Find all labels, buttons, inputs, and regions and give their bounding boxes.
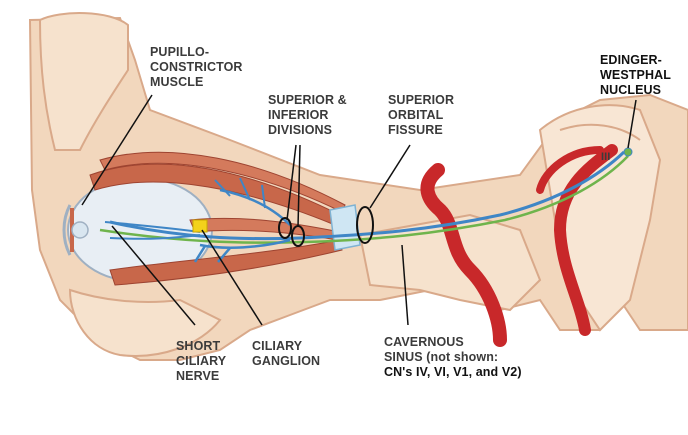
pupillo-leader (81, 94, 153, 206)
ciliary-ganglion (192, 219, 208, 233)
artery-branch (536, 146, 604, 194)
ganglion-leader (201, 229, 263, 326)
maxilla-bone (68, 288, 222, 357)
fissure-leader (369, 144, 411, 209)
label-ciliary-ganglion: CILIARY GANGLION (252, 339, 321, 368)
divisions-marker (278, 217, 292, 239)
short-ciliary-leader (111, 225, 196, 326)
label-edinger-westphal-nucleus: EDINGER- WESTPHAL NUCLEUS (600, 53, 671, 97)
divisions-leader-1 (286, 144, 297, 221)
superior-division-branches (214, 177, 266, 209)
parasympathetic-fibers (99, 155, 629, 244)
label-superior-inferior-divisions: SUPERIOR & INFERIOR DIVISIONS (268, 93, 347, 137)
lens (71, 221, 89, 239)
label-short-ciliary-nerve: SHORT CILIARY NERVE (176, 339, 227, 383)
label-nerve-iii: III (601, 151, 611, 163)
inferior-muscle (109, 239, 343, 286)
edinger-leader (627, 99, 637, 149)
brainstem-curve (559, 123, 641, 141)
cornea (62, 204, 72, 256)
internal-carotid-artery (420, 163, 507, 347)
cavernous-leader (401, 244, 409, 326)
label-pupillo-constrictor-muscle: PUPILLO- CONSTRICTOR MUSCLE (150, 45, 243, 89)
frontal-bone (38, 12, 129, 151)
edinger-westphal-dot (623, 147, 633, 157)
divisions-leader-2 (297, 144, 301, 228)
label-cavernous-sinus: CAVERNOUS SINUS (not shown: CN's IV, VI,… (384, 335, 522, 379)
fissure-marker (356, 206, 374, 244)
label-superior-orbital-fissure: SUPERIOR ORBITAL FISSURE (388, 93, 455, 137)
posterior-artery (553, 144, 618, 336)
orbital-apex (329, 204, 361, 251)
